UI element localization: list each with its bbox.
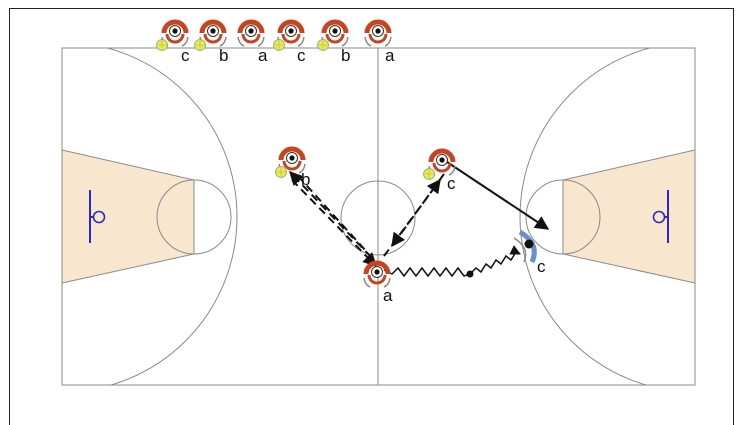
player-icon (525, 240, 534, 249)
wing-left-label: b (301, 170, 310, 189)
queue-label: a (258, 46, 268, 65)
ball-icon (424, 169, 435, 180)
ball-icon (274, 40, 285, 51)
queue-label: b (341, 46, 350, 65)
point-label: a (383, 286, 393, 305)
court (0, 42, 746, 392)
ball-icon (318, 40, 329, 51)
queue-label: b (219, 46, 228, 65)
player-icon (238, 22, 264, 46)
corner-label: c (537, 257, 546, 276)
ball-icon (276, 167, 287, 178)
player-icon (365, 22, 391, 46)
queue-label: a (385, 46, 395, 65)
ball-icon (195, 40, 206, 51)
queue-label: c (181, 46, 190, 65)
wing-right-label: c (447, 174, 456, 193)
ball-icon (157, 40, 168, 51)
queue-label: c (297, 46, 306, 65)
